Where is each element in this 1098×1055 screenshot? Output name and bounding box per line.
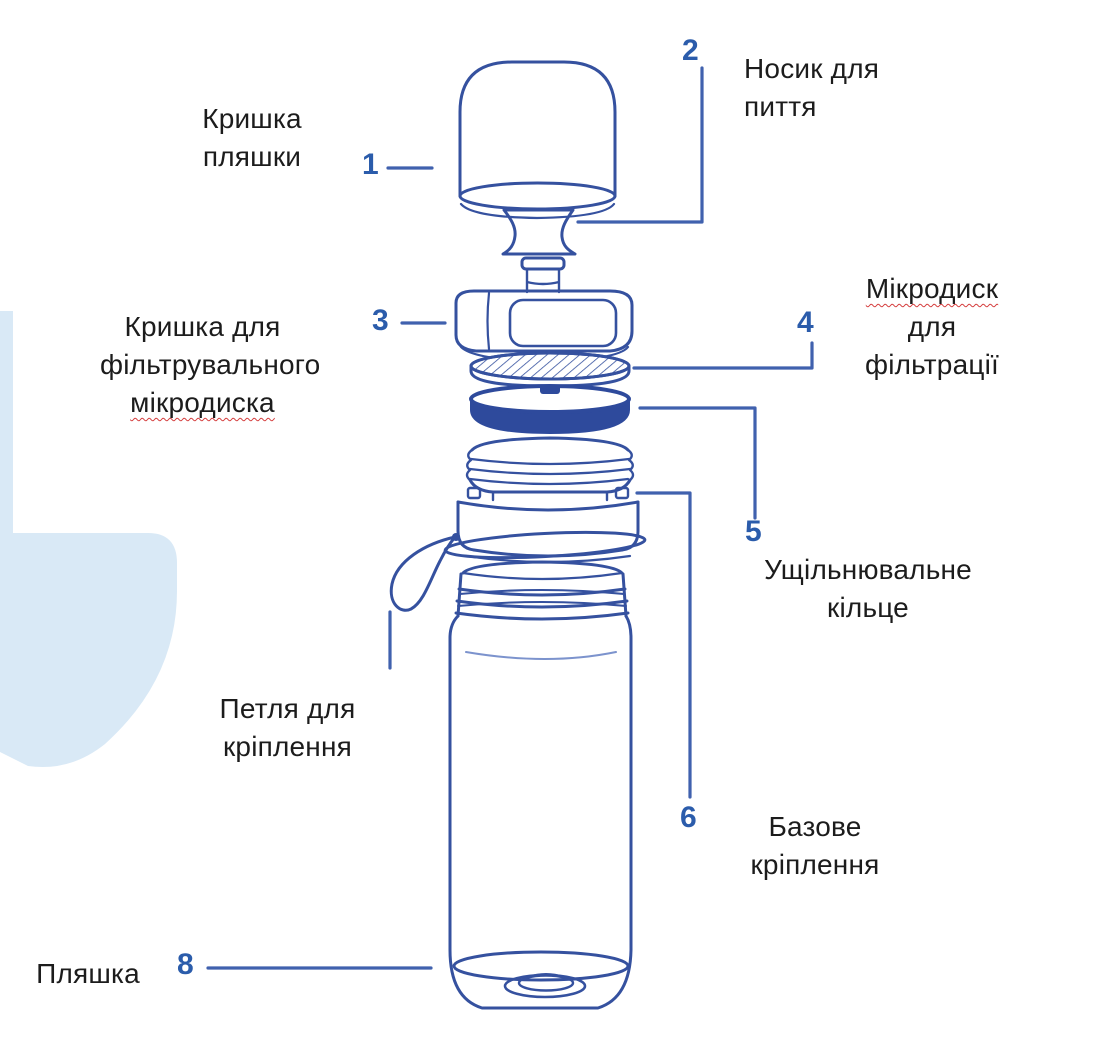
callout-number-5: 5	[745, 515, 762, 548]
label-base-mount: Базове кріплення	[735, 808, 895, 884]
label-line: Петля для	[219, 693, 356, 724]
callout-number-4: 4	[797, 306, 814, 339]
label-filter-microdisc: Мікродиск для фільтрації	[853, 270, 1011, 384]
leader-4	[632, 341, 814, 370]
callout-number-3: 3	[372, 304, 389, 337]
thread-collar-part	[465, 436, 635, 502]
label-bottle-cap: Кришка пляшки	[172, 100, 332, 176]
label-line: Ущільнювальне	[764, 554, 972, 585]
bottle-part	[448, 560, 633, 1010]
leader-5	[638, 406, 757, 520]
leader-6	[635, 491, 692, 799]
label-line: кільце	[827, 592, 909, 623]
label-line misspelled-word: Мікродиск	[853, 270, 1011, 308]
misspelled-word: Мікродиск	[865, 273, 999, 304]
callout-number-1: 1	[362, 148, 379, 181]
label-sealing-ring: Ущільнювальне кільце	[763, 551, 973, 627]
label-line: Пляшка	[36, 958, 140, 989]
filter-microdisc-part	[469, 351, 631, 388]
misspelled-word: мікродиска	[130, 387, 275, 418]
label-line: кріплення	[222, 731, 352, 762]
microdisc-cap-part	[454, 256, 634, 363]
sealing-ring-part	[469, 384, 631, 434]
label-line: Кришка для	[124, 311, 281, 342]
label-line: пиття	[744, 91, 817, 122]
strap-loop-part	[389, 530, 647, 612]
label-line: фільтрувального	[100, 349, 321, 380]
label-line: Носик для	[744, 53, 880, 84]
label-line: Кришка	[202, 103, 302, 134]
label-line: пляшки	[202, 141, 302, 172]
label-line: кріплення	[750, 849, 880, 880]
decoration-shape	[0, 311, 177, 768]
callout-number-2: 2	[682, 34, 699, 67]
leader-lines	[206, 66, 814, 970]
label-bottle: Пляшка	[28, 955, 148, 993]
label-drinking-spout: Носик для пиття	[744, 50, 914, 126]
drinking-spout-part	[501, 208, 577, 256]
callout-number-8: 8	[177, 948, 194, 981]
callout-number-6: 6	[680, 801, 697, 834]
label-line: для	[907, 311, 957, 342]
label-microdisc-cap: Кришка для фільтрувального мікродиска	[100, 308, 321, 422]
label-strap-loop: Петля для кріплення	[210, 690, 365, 766]
leader-2	[576, 66, 704, 224]
label-line misspelled-word: мікродиска	[100, 384, 305, 422]
bottle-cap-part	[458, 60, 617, 220]
label-line: Базове	[768, 811, 862, 842]
label-line: фільтрації	[864, 349, 999, 380]
